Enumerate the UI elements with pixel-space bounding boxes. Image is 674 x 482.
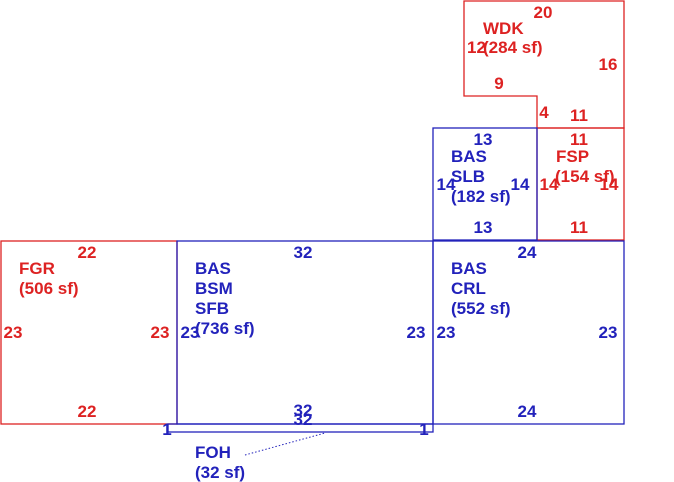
dim-crl-bottom: 24	[518, 402, 537, 421]
dim-bsm-left: 23	[181, 323, 200, 342]
red-dimensions: 20 12 16 9 4 11 11 14 14 11 22 23 23 22	[4, 3, 619, 421]
fgr-code: FGR	[19, 259, 55, 278]
dim-bsm-right: 23	[407, 323, 426, 342]
bas-bsm-sfb-code1: BAS	[195, 259, 231, 278]
fgr-area: (506 sf)	[19, 279, 79, 298]
foh-area: (32 sf)	[195, 463, 245, 482]
fsp-code: FSP	[556, 147, 589, 166]
dim-fsp-top: 11	[570, 130, 588, 149]
dim-fsp-right: 14	[600, 175, 619, 194]
bas-crl-code1: BAS	[451, 259, 487, 278]
foh-outline	[167, 423, 434, 433]
bas-bsm-sfb-area: (736 sf)	[195, 319, 255, 338]
bas-slb-outline	[432, 127, 538, 241]
bas-slb-area: (182 sf)	[451, 187, 511, 206]
dim-slb-right: 14	[511, 175, 530, 194]
dim-wdk-bottom: 11	[570, 106, 588, 125]
dim-crl-top: 24	[518, 243, 537, 262]
red-outlines	[0, 0, 625, 425]
dim-fgr-top: 22	[78, 243, 97, 262]
blue-dimensions: 13 14 14 13 32 23 23 32 24 23 23 24 32 1…	[162, 130, 617, 439]
dim-slb-bottom: 13	[474, 218, 493, 237]
wdk-code: WDK	[483, 19, 524, 38]
dim-bsm-top: 32	[294, 243, 313, 262]
red-area-labels: WDK (284 sf) FSP (154 sf) FGR (506 sf)	[19, 19, 615, 298]
dim-wdk-top: 20	[534, 3, 553, 22]
dim-wdk-inner-bottom: 9	[494, 74, 503, 93]
dim-fgr-right: 23	[151, 323, 170, 342]
dim-fgr-left: 23	[4, 323, 23, 342]
bas-crl-code2: CRL	[451, 279, 486, 298]
dim-crl-right: 23	[599, 323, 618, 342]
dim-foh-right: 1	[419, 420, 428, 439]
dim-wdk-inner-side: 4	[539, 103, 549, 122]
bas-crl-area: (552 sf)	[451, 299, 511, 318]
dim-fsp-left: 14	[540, 175, 559, 194]
foh-code: FOH	[195, 443, 231, 462]
dim-wdk-left: 12	[467, 38, 486, 57]
dim-foh-top: 32	[294, 410, 313, 429]
dim-wdk-right: 16	[599, 55, 618, 74]
dim-bsm-bottom: 32	[294, 401, 313, 420]
dim-fsp-bottom: 11	[570, 218, 588, 237]
fsp-area: (154 sf)	[555, 167, 615, 186]
blue-area-labels: BAS SLB (182 sf) BAS BSM SFB (736 sf) BA…	[195, 147, 511, 482]
dim-crl-left: 23	[437, 323, 456, 342]
bas-bsm-sfb-code3: SFB	[195, 299, 229, 318]
blue-outlines	[167, 127, 625, 456]
dim-foh-left: 1	[162, 420, 171, 439]
dim-fgr-bottom: 22	[78, 402, 97, 421]
foh-leader-line	[244, 432, 326, 456]
bas-slb-code1: BAS	[451, 147, 487, 166]
bas-crl-outline	[432, 240, 625, 425]
dim-slb-top: 13	[474, 130, 493, 149]
bas-slb-code2: SLB	[451, 167, 485, 186]
wdk-area: (284 sf)	[483, 38, 543, 57]
bas-bsm-sfb-code2: BSM	[195, 279, 233, 298]
dim-slb-left: 14	[437, 175, 456, 194]
